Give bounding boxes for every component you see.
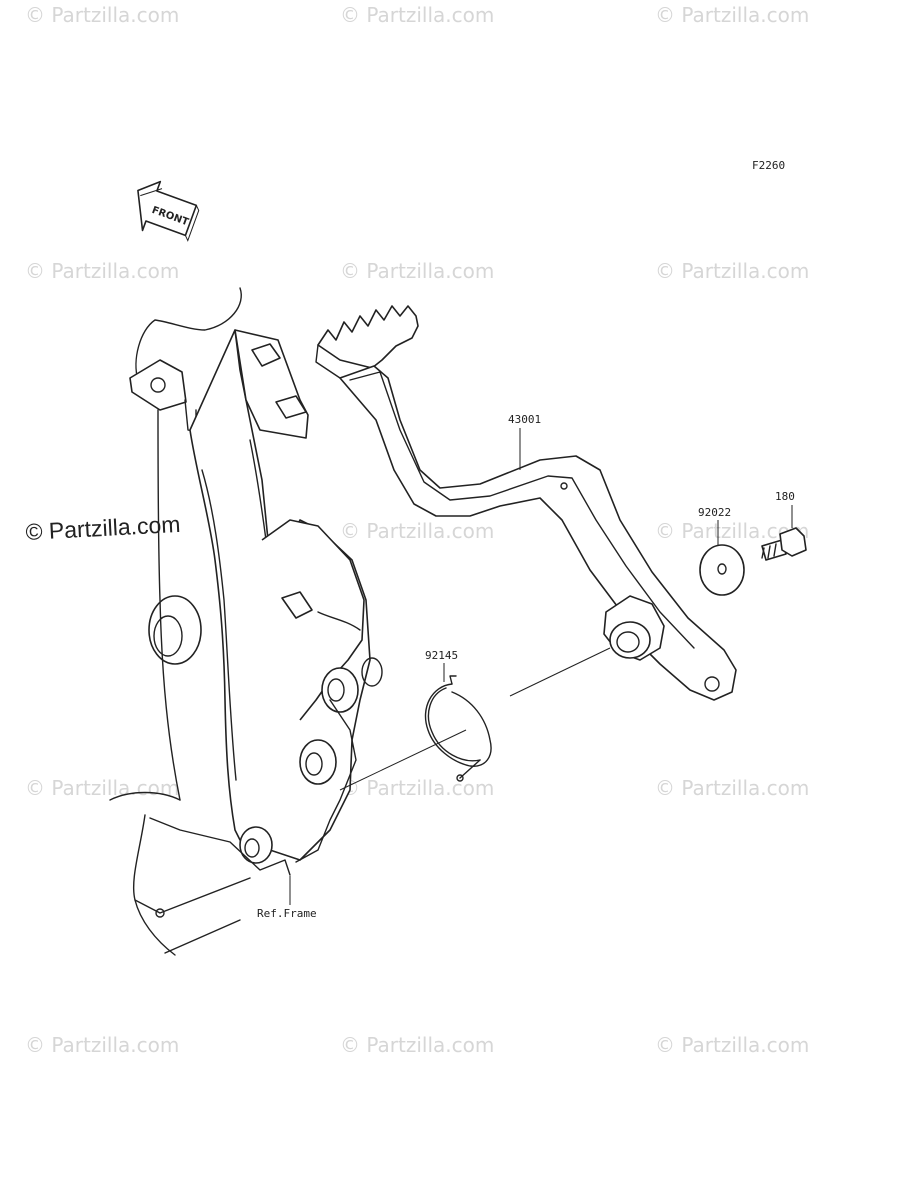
figure-code: F2260 (752, 159, 785, 172)
part-label-spring: 92145 (425, 649, 458, 662)
watermark-featured: © Partzilla.com (25, 511, 181, 545)
watermark: © Partzilla.com (25, 259, 179, 283)
spring-drawing (339, 663, 492, 791)
watermark: © Partzilla.com (655, 1033, 809, 1057)
front-arrow-icon: FRONT (137, 180, 200, 242)
watermark: © Partzilla.com (340, 3, 494, 27)
watermark: © Partzilla.com (655, 259, 809, 283)
brake-pedal-drawing (315, 305, 737, 701)
watermark: © Partzilla.com (340, 776, 494, 800)
washer-drawing (699, 520, 745, 596)
frame-ref-label: Ref.Frame (257, 907, 317, 920)
frame-drawing (109, 287, 383, 956)
part-label-brake-pedal: 43001 (508, 413, 541, 426)
part-label-washer: 92022 (698, 506, 731, 519)
watermarks: © Partzilla.com © Partzilla.com © Partzi… (25, 3, 809, 1057)
watermark: © Partzilla.com (655, 3, 809, 27)
watermark: © Partzilla.com (340, 259, 494, 283)
watermark: © Partzilla.com (25, 776, 179, 800)
bolt-drawing (761, 505, 807, 561)
watermark: © Partzilla.com (25, 3, 179, 27)
watermark: © Partzilla.com (25, 1033, 179, 1057)
watermark: © Partzilla.com (340, 519, 494, 543)
watermark: © Partzilla.com (655, 776, 809, 800)
watermark: © Partzilla.com (340, 1033, 494, 1057)
part-label-bolt: 180 (775, 490, 795, 503)
